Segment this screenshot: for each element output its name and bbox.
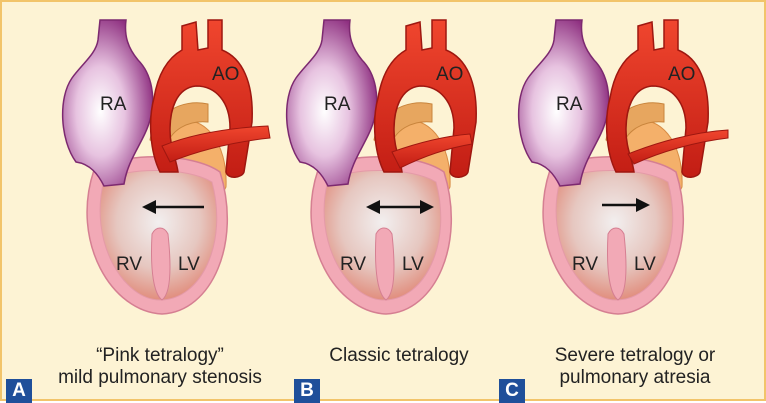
label-ao: AO (436, 64, 463, 85)
label-ao: AO (212, 64, 239, 85)
panel-letter-c: C (499, 379, 525, 403)
heart-diagram-a: RA AO RV LV (32, 2, 282, 342)
label-rv: RV (340, 254, 366, 275)
caption-b: Classic tetralogy (286, 345, 512, 367)
label-lv: LV (634, 254, 656, 275)
label-lv: LV (178, 254, 200, 275)
caption-c-line2: pulmonary atresia (510, 367, 760, 389)
caption-a-line2: mild pulmonary stenosis (40, 367, 280, 389)
caption-a: “Pink tetralogy” mild pulmonary stenosis (40, 345, 280, 389)
label-ra: RA (324, 94, 351, 115)
label-ra: RA (100, 94, 127, 115)
caption-a-line1: “Pink tetralogy” (40, 345, 280, 367)
label-lv: LV (402, 254, 424, 275)
heart-diagram-b: RA AO RV LV (256, 2, 506, 342)
label-ra: RA (556, 94, 583, 115)
caption-c: Severe tetralogy or pulmonary atresia (510, 345, 760, 389)
panel-letter-a: A (6, 379, 32, 403)
heart-diagram-c: RA AO RV LV (488, 2, 738, 342)
panel-letter-b: B (294, 379, 320, 403)
label-ao: AO (668, 64, 695, 85)
caption-c-line1: Severe tetralogy or (510, 345, 760, 367)
label-rv: RV (116, 254, 142, 275)
caption-b-line1: Classic tetralogy (286, 345, 512, 367)
label-rv: RV (572, 254, 598, 275)
